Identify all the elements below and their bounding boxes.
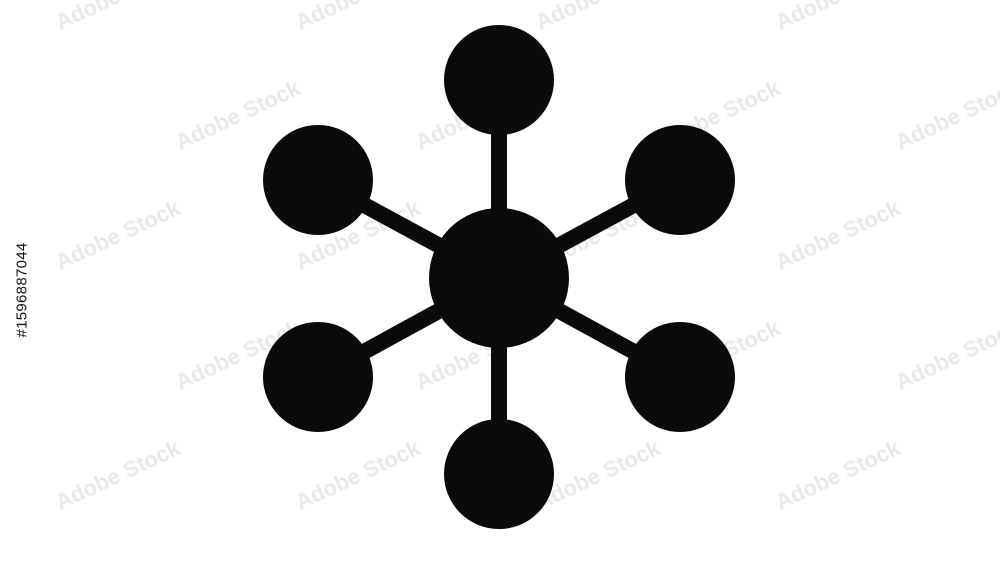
hub-outer-nodes <box>263 25 735 529</box>
node-upper-right <box>625 125 735 235</box>
stock-id-text: #1596887044 <box>13 242 31 338</box>
node-top <box>444 25 554 135</box>
node-lower-left <box>263 322 373 432</box>
node-bottom <box>444 419 554 529</box>
hub-center-node <box>429 208 569 348</box>
node-upper-left <box>263 125 373 235</box>
node-lower-right <box>625 322 735 432</box>
